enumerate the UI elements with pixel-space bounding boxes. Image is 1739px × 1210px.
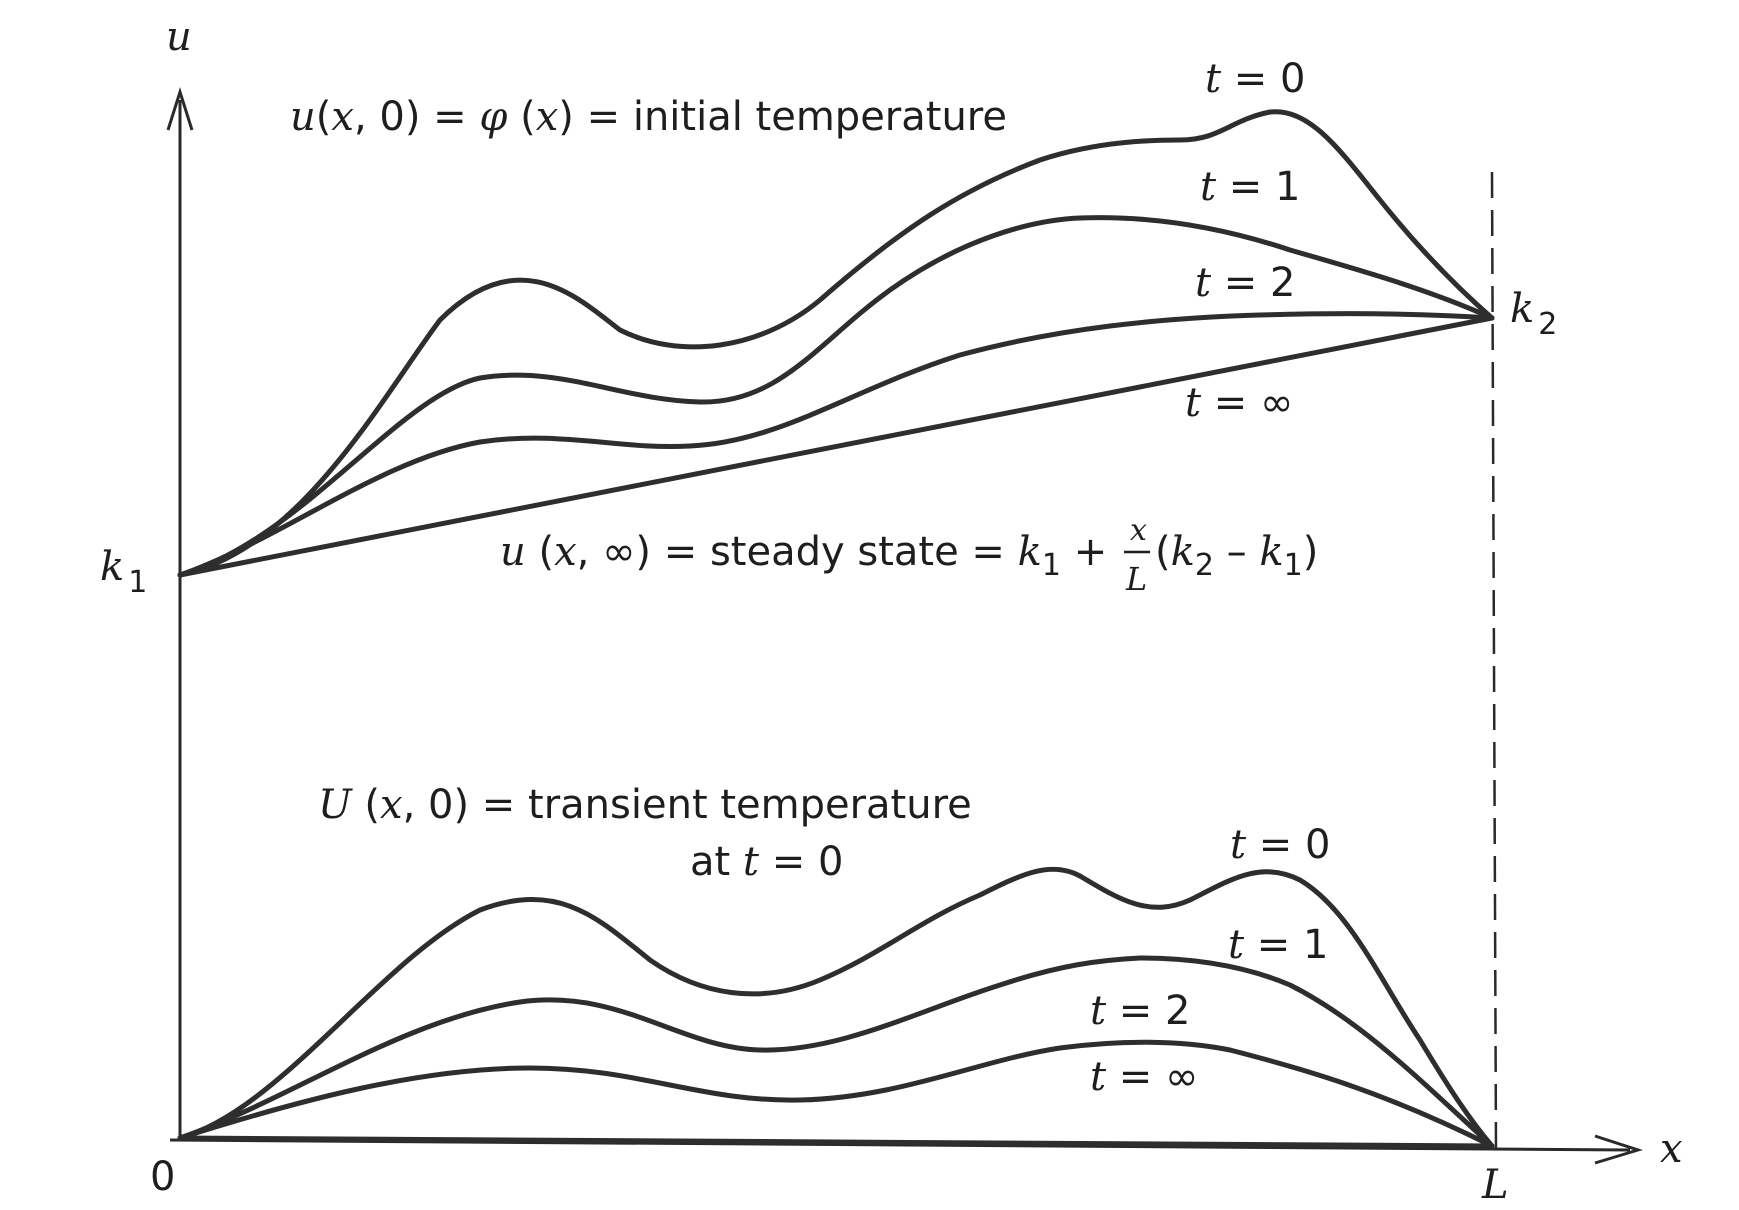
bottom-label-t2: t = 2	[1090, 988, 1190, 1034]
y-axis-arrowhead	[166, 87, 194, 131]
bottom-curve-t2	[177, 1039, 1495, 1149]
steady-state-label: u (x, ∞) = steady state = k1 +	[500, 529, 1107, 583]
top-label-t2: t = 2	[1195, 260, 1295, 306]
steady-state-label-tail: (k2 – k1)	[1155, 529, 1318, 583]
y-axis-label: u	[166, 14, 192, 60]
bottom-curve-t1	[177, 955, 1495, 1149]
bottom-curve-tinf	[177, 1135, 1495, 1149]
steady-frac-numerator: x	[1130, 513, 1147, 548]
top-label-tinf: t = ∞	[1185, 380, 1293, 426]
top-label-t1: t = 1	[1200, 164, 1300, 210]
top-curve-t2	[177, 311, 1495, 578]
top-curves	[177, 109, 1495, 578]
bottom-label-t1: t = 1	[1228, 922, 1328, 968]
top-curve-t1	[177, 215, 1495, 578]
transient-temperature-label-line2: at t = 0	[690, 839, 843, 885]
transient-temperature-label: U (x, 0) = transient temperature	[318, 782, 972, 828]
origin-label: 0	[150, 1154, 175, 1200]
x-axis-arrowhead	[1594, 1134, 1644, 1165]
bottom-curve-t0	[177, 866, 1495, 1149]
right-boundary-line	[1490, 171, 1498, 1151]
top-label-t0: t = 0	[1205, 56, 1305, 102]
top-curve-tinf	[177, 315, 1495, 578]
initial-temperature-label: u(x, 0) = φ (x) = initial temperature	[290, 94, 1007, 140]
bottom-curves	[177, 866, 1495, 1149]
bottom-label-tinf: t = ∞	[1090, 1054, 1198, 1100]
top-curve-t0	[177, 109, 1495, 578]
x-axis-label: x	[1660, 1126, 1683, 1172]
bottom-label-t0: t = 0	[1230, 822, 1330, 868]
x-end-label: L	[1481, 1162, 1509, 1208]
steady-frac-denominator: L	[1125, 560, 1147, 598]
